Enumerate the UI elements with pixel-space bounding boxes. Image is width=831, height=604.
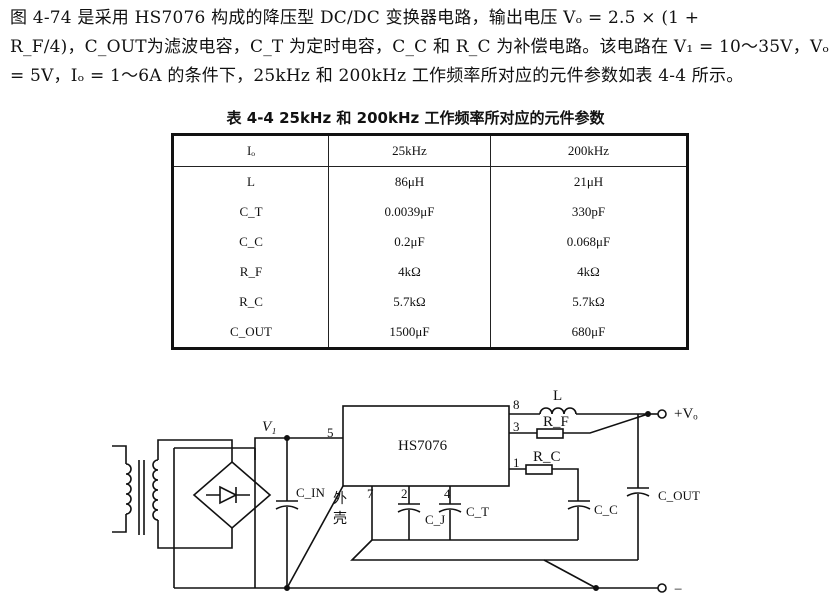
pin-1-label: 1 [513,455,520,470]
ct-label: C_T [466,504,489,519]
case-label-2: 壳 [333,510,347,527]
ground-network [174,485,667,593]
pin-8-label: 8 [513,397,520,412]
header-25khz: 25kHz [328,134,491,167]
cell-component: C_OUT [171,317,329,349]
header-200khz: 200kHz [490,134,689,167]
cell-component: C_T [171,197,329,227]
cell-200khz: 680μF [490,317,689,349]
cj-label: C_J [425,512,445,527]
table-caption: 表 4-4 25kHz 和 200kHz 工作频率所对应的元件参数 [226,109,605,127]
pin-5-label: 5 [327,425,334,440]
cell-200khz: 330pF [490,197,689,227]
cin-label: C_IN [296,485,326,500]
pin-4-label: 4 [444,486,451,501]
intro-line-2: R_F/4)，C_OUT为滤波电容，C_T 为定时电容，C_C 和 R_C 为补… [10,37,830,57]
cell-25khz: 0.0039μF [328,197,491,227]
table-row: C_OUT 1500μF 680μF [171,317,689,349]
cell-200khz: 21μH [490,166,689,197]
intro-line-3: = 5V，Iₒ = 1～6A 的条件下，25kHz 和 200kHz 工作频率所… [10,66,744,86]
cell-25khz: 5.7kΩ [328,287,491,317]
output-network [509,407,667,560]
table-row: C_C 0.2μF 0.068μF [171,227,689,257]
transformer [112,439,233,549]
minus-label: − [674,582,682,598]
header-current: Iₒ [171,134,329,167]
pin-3-label: 3 [513,419,520,434]
pin-7-label: 7 [367,486,374,501]
cell-25khz: 86μH [328,166,491,197]
cell-200khz: 0.068μF [490,227,689,257]
input-capacitor [275,434,299,588]
cell-component: R_C [171,287,329,317]
cell-25khz: 0.2μF [328,227,491,257]
rc-label: R_C [533,449,561,465]
table-row: L 86μH 21μH [171,166,689,197]
intro-paragraph: 图 4-74 是采用 HS7076 构成的降压型 DC/DC 变换器电路，输出电… [10,4,830,91]
table-row: R_F 4kΩ 4kΩ [171,257,689,287]
cell-25khz: 1500μF [328,317,491,349]
ic-hs7076 [342,405,510,487]
cell-200khz: 4kΩ [490,257,689,287]
cell-component: C_C [171,227,329,257]
ic-label: HS7076 [398,438,448,454]
parameter-table: Iₒ 25kHz 200kHz L 86μH 21μH C_T 0.0039μF… [171,133,689,350]
intro-line-1: 图 4-74 是采用 HS7076 构成的降压型 DC/DC 变换器电路，输出电… [10,8,700,28]
vo-label: +Vₒ [674,406,698,422]
inductor-label: L [553,388,562,404]
cell-25khz: 4kΩ [328,257,491,287]
cell-200khz: 5.7kΩ [490,287,689,317]
table-header-row: Iₒ 25kHz 200kHz [171,134,689,167]
table-row: R_C 5.7kΩ 5.7kΩ [171,287,689,317]
cc-label: C_C [594,502,618,517]
pin-2-label: 2 [401,486,408,501]
cell-component: R_F [171,257,329,287]
cell-component: L [171,166,329,197]
case-label-1: 外 [333,491,347,507]
rf-label: R_F [543,414,569,430]
bridge-rectifier [173,437,343,588]
table-row: C_T 0.0039μF 330pF [171,197,689,227]
v1-label: V₁ [262,419,276,435]
cout-label: C_OUT [658,488,700,503]
